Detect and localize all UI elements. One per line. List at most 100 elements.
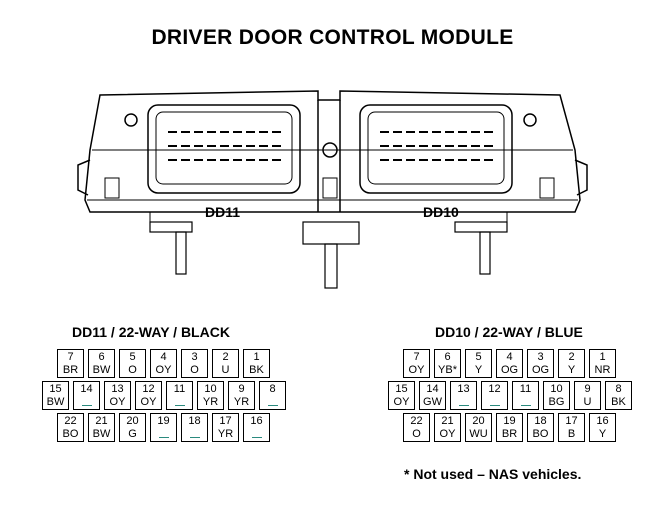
dd10-port: [359, 104, 513, 194]
pin-number: 10: [550, 383, 563, 395]
pin-number: 20: [126, 415, 139, 427]
pin-wire-color: U: [221, 364, 230, 376]
pin-wire-color: BW: [46, 396, 65, 408]
pin-wire-color: BW: [92, 428, 111, 440]
page-title: DRIVER DOOR CONTROL MODULE: [151, 26, 514, 49]
pin-number: 10: [204, 383, 217, 395]
pin-number: 9: [584, 383, 591, 395]
unused-pin-dash: [159, 437, 169, 438]
pin-wire-color: B: [567, 428, 576, 440]
pin-wire-color: BK: [611, 396, 626, 408]
pin-number: 5: [475, 351, 482, 363]
pin-number: 6: [98, 351, 105, 363]
pin-wire-color: U: [583, 396, 592, 408]
pin-wire-color: OY: [439, 428, 456, 440]
pin-wire-color: G: [128, 428, 137, 440]
pin-number: 15: [395, 383, 408, 395]
pin-number: 20: [472, 415, 485, 427]
pin-cell: 14: [73, 381, 100, 410]
pin-cell: 12: [481, 381, 508, 410]
module-label-dd11: DD11: [205, 204, 240, 220]
pin-number: 12: [142, 383, 155, 395]
unused-pin-dash: [82, 405, 92, 406]
pin-wire-color: BO: [62, 428, 79, 440]
module-drawing: DD11 DD10: [77, 90, 588, 289]
unused-pin-dash: [490, 405, 500, 406]
dd11-connector-title: DD11 / 22-WAY / BLACK: [72, 324, 230, 340]
pin-cell: 8: [259, 381, 286, 410]
pin-number: 17: [219, 415, 232, 427]
pin-wire-color: WU: [469, 428, 488, 440]
pin-cell: 11: [166, 381, 193, 410]
pin-number: 3: [537, 351, 544, 363]
pin-wire-color: YR: [233, 396, 250, 408]
pin-number: 4: [506, 351, 513, 363]
pin-number: 22: [410, 415, 423, 427]
unused-pin-dash: [268, 405, 278, 406]
pin-cell: 13: [450, 381, 477, 410]
unused-pin-dash: [175, 405, 185, 406]
pin-number: 9: [238, 383, 245, 395]
pin-wire-color: OY: [140, 396, 157, 408]
pin-number: 13: [111, 383, 124, 395]
pin-number: 17: [565, 415, 578, 427]
post-right-cap: [454, 221, 508, 233]
pin-number: 14: [80, 383, 93, 395]
pin-wire-color: OG: [531, 364, 550, 376]
pin-wire-color: Y: [598, 428, 607, 440]
pin-number: 2: [568, 351, 575, 363]
pin-wire-color: OY: [109, 396, 126, 408]
pin-wire-color: BW: [92, 364, 111, 376]
module-housing: [84, 90, 581, 213]
pin-wire-color: BR: [501, 428, 518, 440]
footnote: * Not used – NAS vehicles.: [404, 466, 582, 482]
pin-number: 7: [67, 351, 74, 363]
pin-number: 16: [596, 415, 609, 427]
pin-wire-color: BO: [532, 428, 549, 440]
post-right: [479, 231, 491, 275]
pin-number: 19: [503, 415, 516, 427]
pin-number: 14: [426, 383, 439, 395]
unused-pin-dash: [252, 437, 262, 438]
pin-number: 21: [95, 415, 108, 427]
pin-number: 21: [441, 415, 454, 427]
pin-number: 8: [615, 383, 622, 395]
post-center-cap: [302, 221, 360, 245]
pin-wire-color: NR: [594, 364, 611, 376]
pin-number: 18: [188, 415, 201, 427]
pin-number: 19: [157, 415, 170, 427]
pin-number: 2: [222, 351, 229, 363]
pin-wire-color: BK: [249, 364, 264, 376]
pin-wire-color: O: [190, 364, 199, 376]
pin-number: 3: [191, 351, 198, 363]
module-label-dd10: DD10: [423, 204, 459, 220]
pin-wire-color: GW: [423, 396, 442, 408]
pin-number: 6: [444, 351, 451, 363]
post-center: [324, 243, 338, 289]
